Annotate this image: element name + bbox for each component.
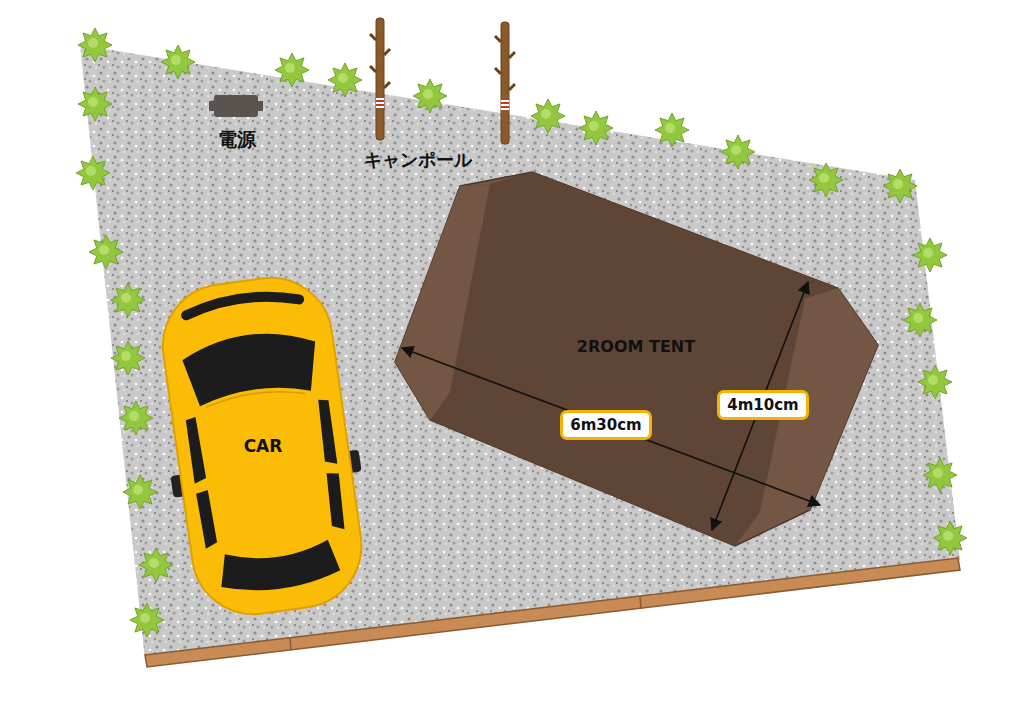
bush	[893, 179, 903, 189]
bush	[121, 351, 131, 361]
bush	[133, 485, 143, 495]
bush	[285, 63, 295, 73]
bush	[275, 53, 309, 87]
power-box	[209, 101, 215, 111]
plank-joint	[290, 638, 291, 650]
dimension-arrow	[712, 282, 808, 530]
bush	[111, 341, 145, 375]
item-name: CAR	[244, 436, 283, 456]
dimension-arrow	[402, 348, 820, 505]
item-name: 2ROOM TENT	[577, 337, 695, 356]
dimension-value: 6m30cm	[570, 416, 641, 434]
bush	[665, 123, 675, 133]
bush	[78, 28, 112, 62]
bush	[923, 248, 933, 258]
bush	[655, 113, 689, 147]
bush	[913, 238, 947, 272]
bush	[579, 111, 613, 145]
bush	[171, 55, 181, 65]
bush	[721, 135, 755, 169]
power-box	[214, 95, 258, 117]
bush	[140, 613, 150, 623]
bush	[99, 245, 109, 255]
bush	[423, 89, 433, 99]
pole-label: キャンポール	[364, 148, 472, 172]
bush	[139, 548, 173, 582]
car-shape	[145, 268, 379, 623]
item-label-box: CAR	[244, 436, 283, 456]
bush	[86, 166, 96, 176]
bush	[149, 558, 159, 568]
dimension-value: 4m10cm	[727, 396, 798, 414]
bush	[809, 163, 843, 197]
bush	[121, 293, 131, 303]
tent-shape	[395, 172, 878, 546]
bush	[819, 173, 829, 183]
bush	[129, 411, 139, 421]
bush	[76, 156, 110, 190]
bush	[123, 475, 157, 509]
bush	[933, 521, 967, 555]
bush	[89, 235, 123, 269]
bush	[923, 458, 957, 492]
bush	[78, 87, 112, 121]
bush	[933, 468, 943, 478]
bush	[903, 303, 937, 337]
bush	[883, 169, 917, 203]
bush	[111, 283, 145, 317]
power-label: 電源	[218, 127, 256, 153]
bush	[119, 401, 153, 435]
bush-group	[76, 28, 967, 637]
bush	[88, 97, 98, 107]
bush	[531, 99, 565, 133]
plank-joint	[640, 597, 641, 609]
gravel-ground	[80, 45, 960, 660]
bush	[413, 79, 447, 113]
bush	[130, 603, 164, 637]
bush	[928, 375, 938, 385]
item-label-box: 2ROOM TENT	[577, 337, 695, 356]
dimension-badge: 6m30cm	[560, 410, 651, 440]
bush	[913, 313, 923, 323]
bush	[161, 45, 195, 79]
bush	[943, 531, 953, 541]
bush	[589, 121, 599, 131]
bush	[541, 109, 551, 119]
bush	[88, 38, 98, 48]
bush	[731, 145, 741, 155]
bush	[328, 63, 362, 97]
power-box	[257, 101, 263, 111]
bush	[918, 365, 952, 399]
camp-pole	[495, 22, 515, 144]
camp-pole	[370, 18, 390, 140]
dimension-badge: 4m10cm	[717, 390, 808, 420]
bush	[338, 73, 348, 83]
